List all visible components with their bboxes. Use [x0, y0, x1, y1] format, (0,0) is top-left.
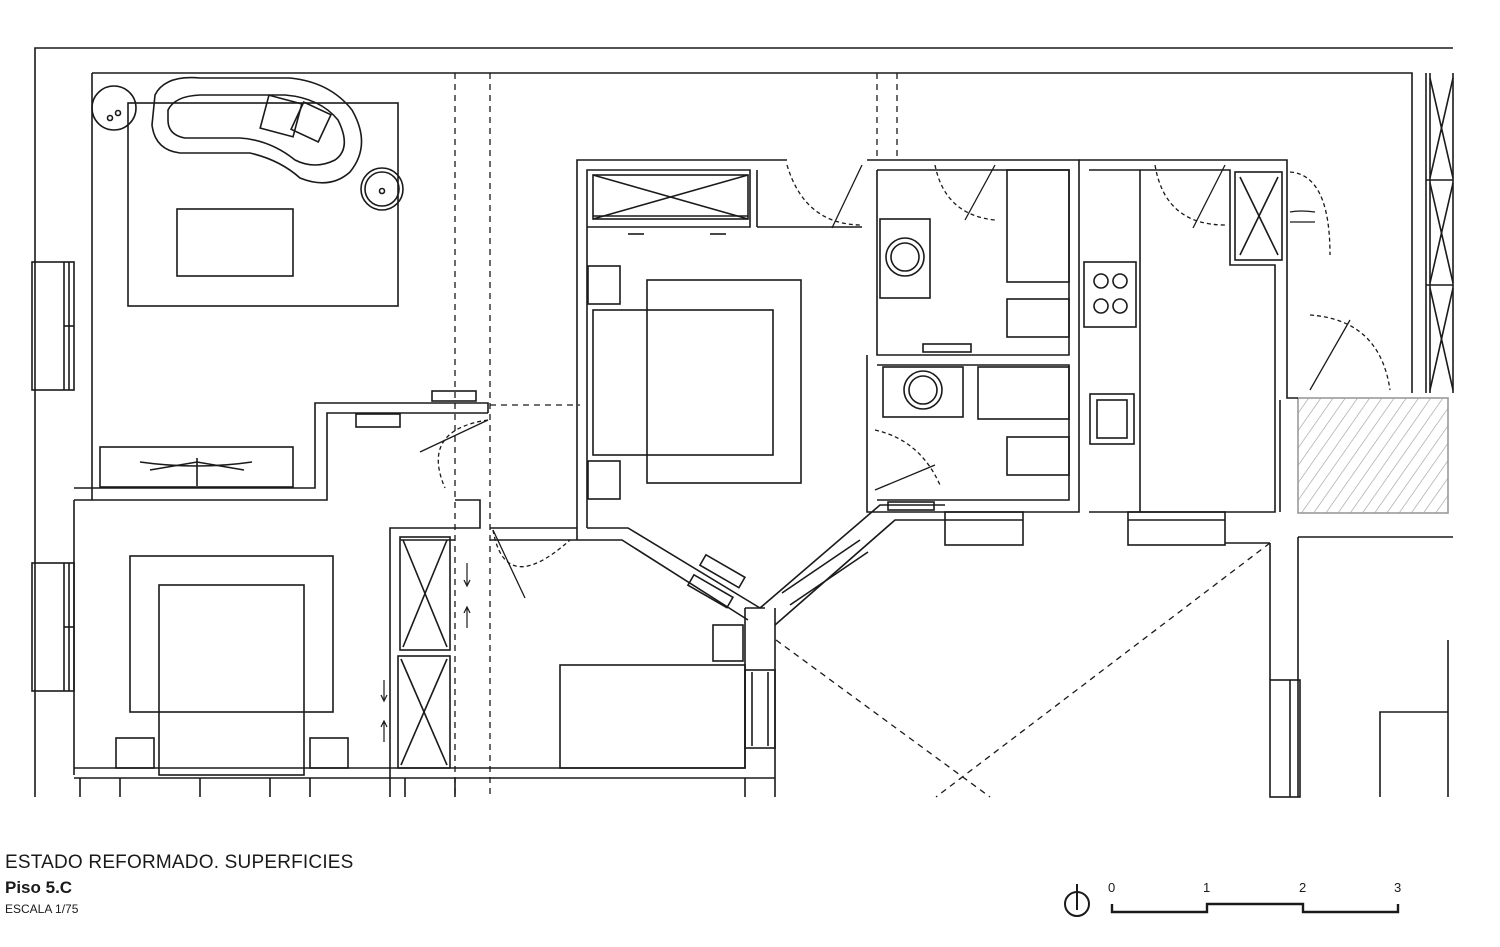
- hall-closet-upper: [399, 536, 451, 651]
- exterior-walls: [34, 47, 1454, 797]
- unit-label: Piso 5.C: [5, 878, 73, 897]
- living-partition: [74, 390, 489, 501]
- window-left-lower: [31, 562, 75, 692]
- bathroom-1: [867, 159, 1080, 356]
- side-table-left: [91, 85, 137, 131]
- scale-tick-3: 3: [1394, 880, 1401, 895]
- kitchen: [1079, 159, 1288, 513]
- bathroom-2: [866, 355, 1080, 513]
- north-arrow-icon: [1064, 884, 1090, 917]
- sofa: [151, 76, 363, 184]
- master-bedroom-walls: [576, 159, 862, 621]
- living-rug: [127, 102, 399, 307]
- scale-tick-2: 2: [1299, 880, 1306, 895]
- scale-bar: 0 1 2 3: [1108, 880, 1401, 914]
- area-division-lines: [454, 73, 1271, 798]
- plan-heading: ESTADO REFORMADO. SUPERFICIES: [5, 852, 354, 873]
- master-wardrobe: [592, 174, 749, 235]
- window-left-upper: [31, 261, 75, 391]
- scale-tick-1: 1: [1203, 880, 1210, 895]
- bottom-facade-windows: [79, 608, 776, 797]
- scale-tick-0: 0: [1108, 880, 1115, 895]
- bedroom-2-furniture: [559, 624, 776, 769]
- title-block: ESTADO REFORMADO. SUPERFICIES Piso 5.C E…: [5, 850, 354, 918]
- sliding-arrows: [380, 563, 471, 742]
- angled-corridor: [686, 504, 1270, 626]
- master-bed: [587, 265, 802, 500]
- hall-closet-lower: [397, 655, 451, 769]
- closet-right-facade: [1426, 73, 1454, 393]
- terrace: [1269, 265, 1453, 798]
- doors: [419, 164, 1391, 599]
- scale-label: ESCALA 1/75: [5, 902, 79, 916]
- bedroom-2-walls: [74, 499, 775, 797]
- side-table-right: [360, 167, 404, 211]
- bedroom-3-bed: [115, 555, 349, 776]
